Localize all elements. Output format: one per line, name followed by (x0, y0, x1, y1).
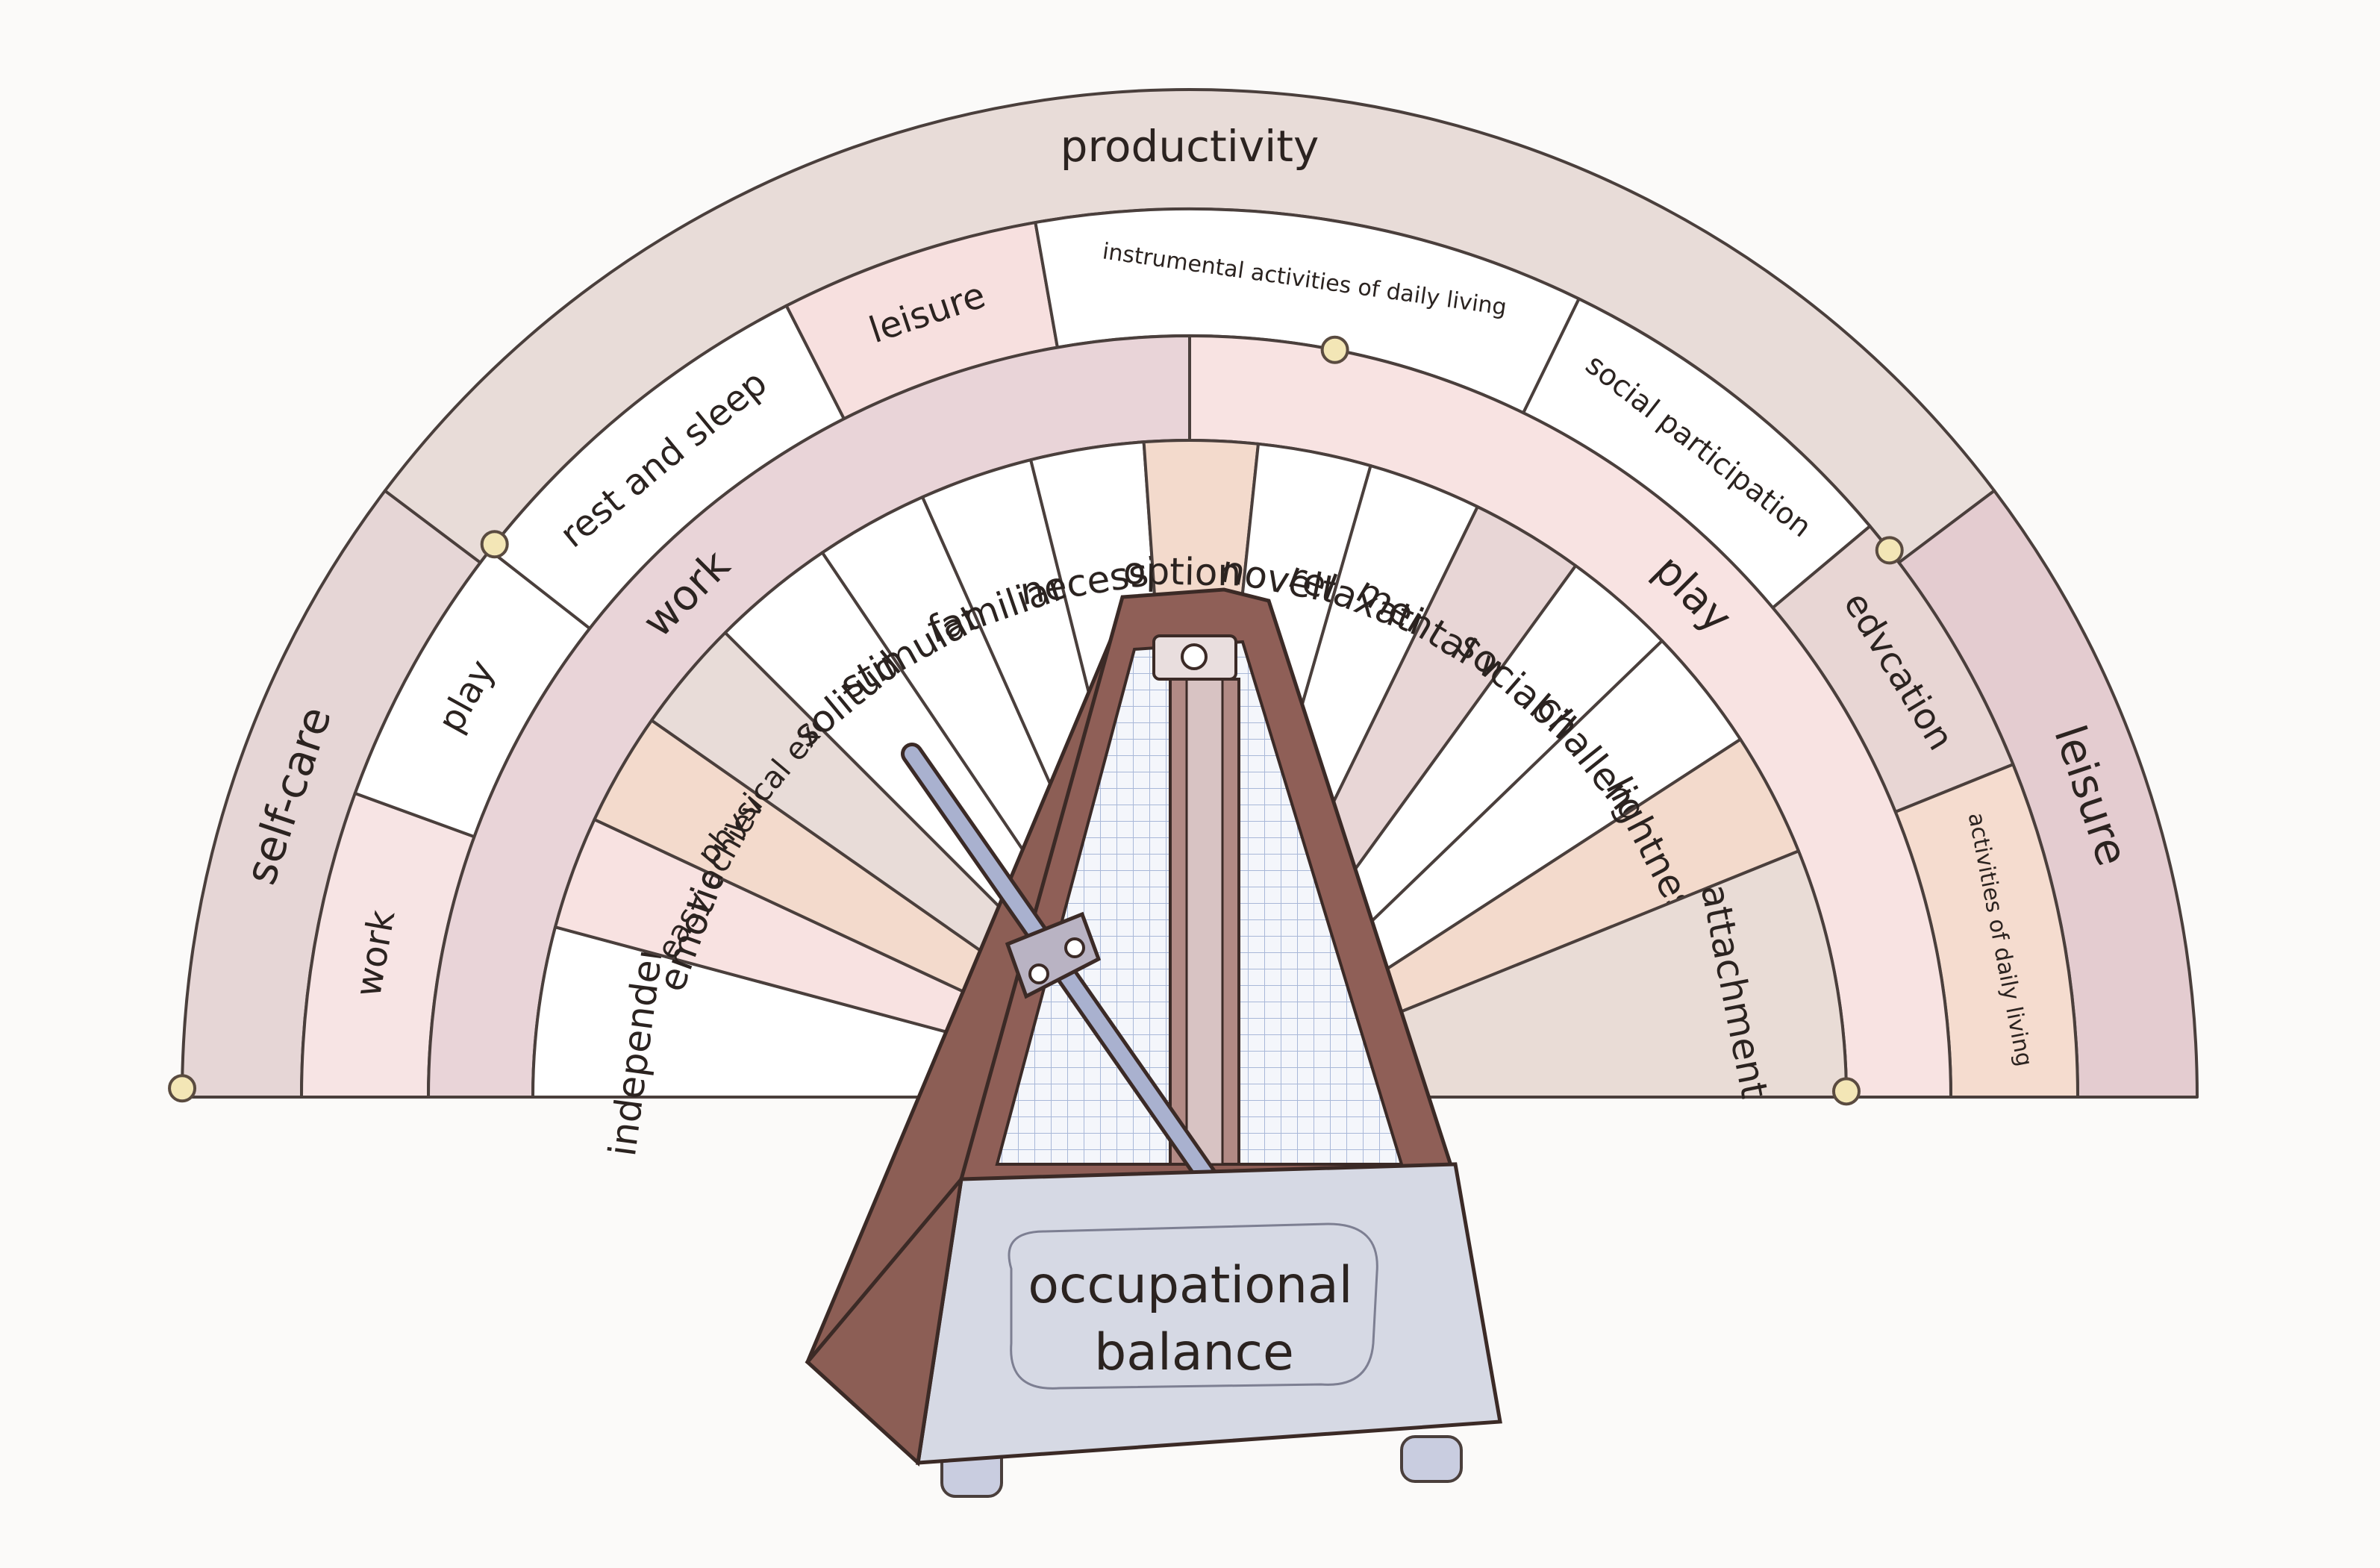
metronome-label-panel (1008, 1222, 1378, 1390)
segment-label-outer-1: productivity (1061, 121, 1319, 172)
pin-4 (1831, 1077, 1861, 1106)
metronome-label-line1: occupational (1028, 1256, 1352, 1315)
pin-3 (1320, 335, 1349, 364)
metronome-foot-right (1400, 1435, 1463, 1483)
pins (168, 335, 1904, 1106)
metronome-label-line2: balance (1094, 1323, 1294, 1382)
pin-0 (168, 1074, 197, 1103)
pin-1 (480, 530, 509, 559)
metronome: occupational balance (805, 587, 1502, 1498)
pin-2 (1875, 536, 1904, 565)
